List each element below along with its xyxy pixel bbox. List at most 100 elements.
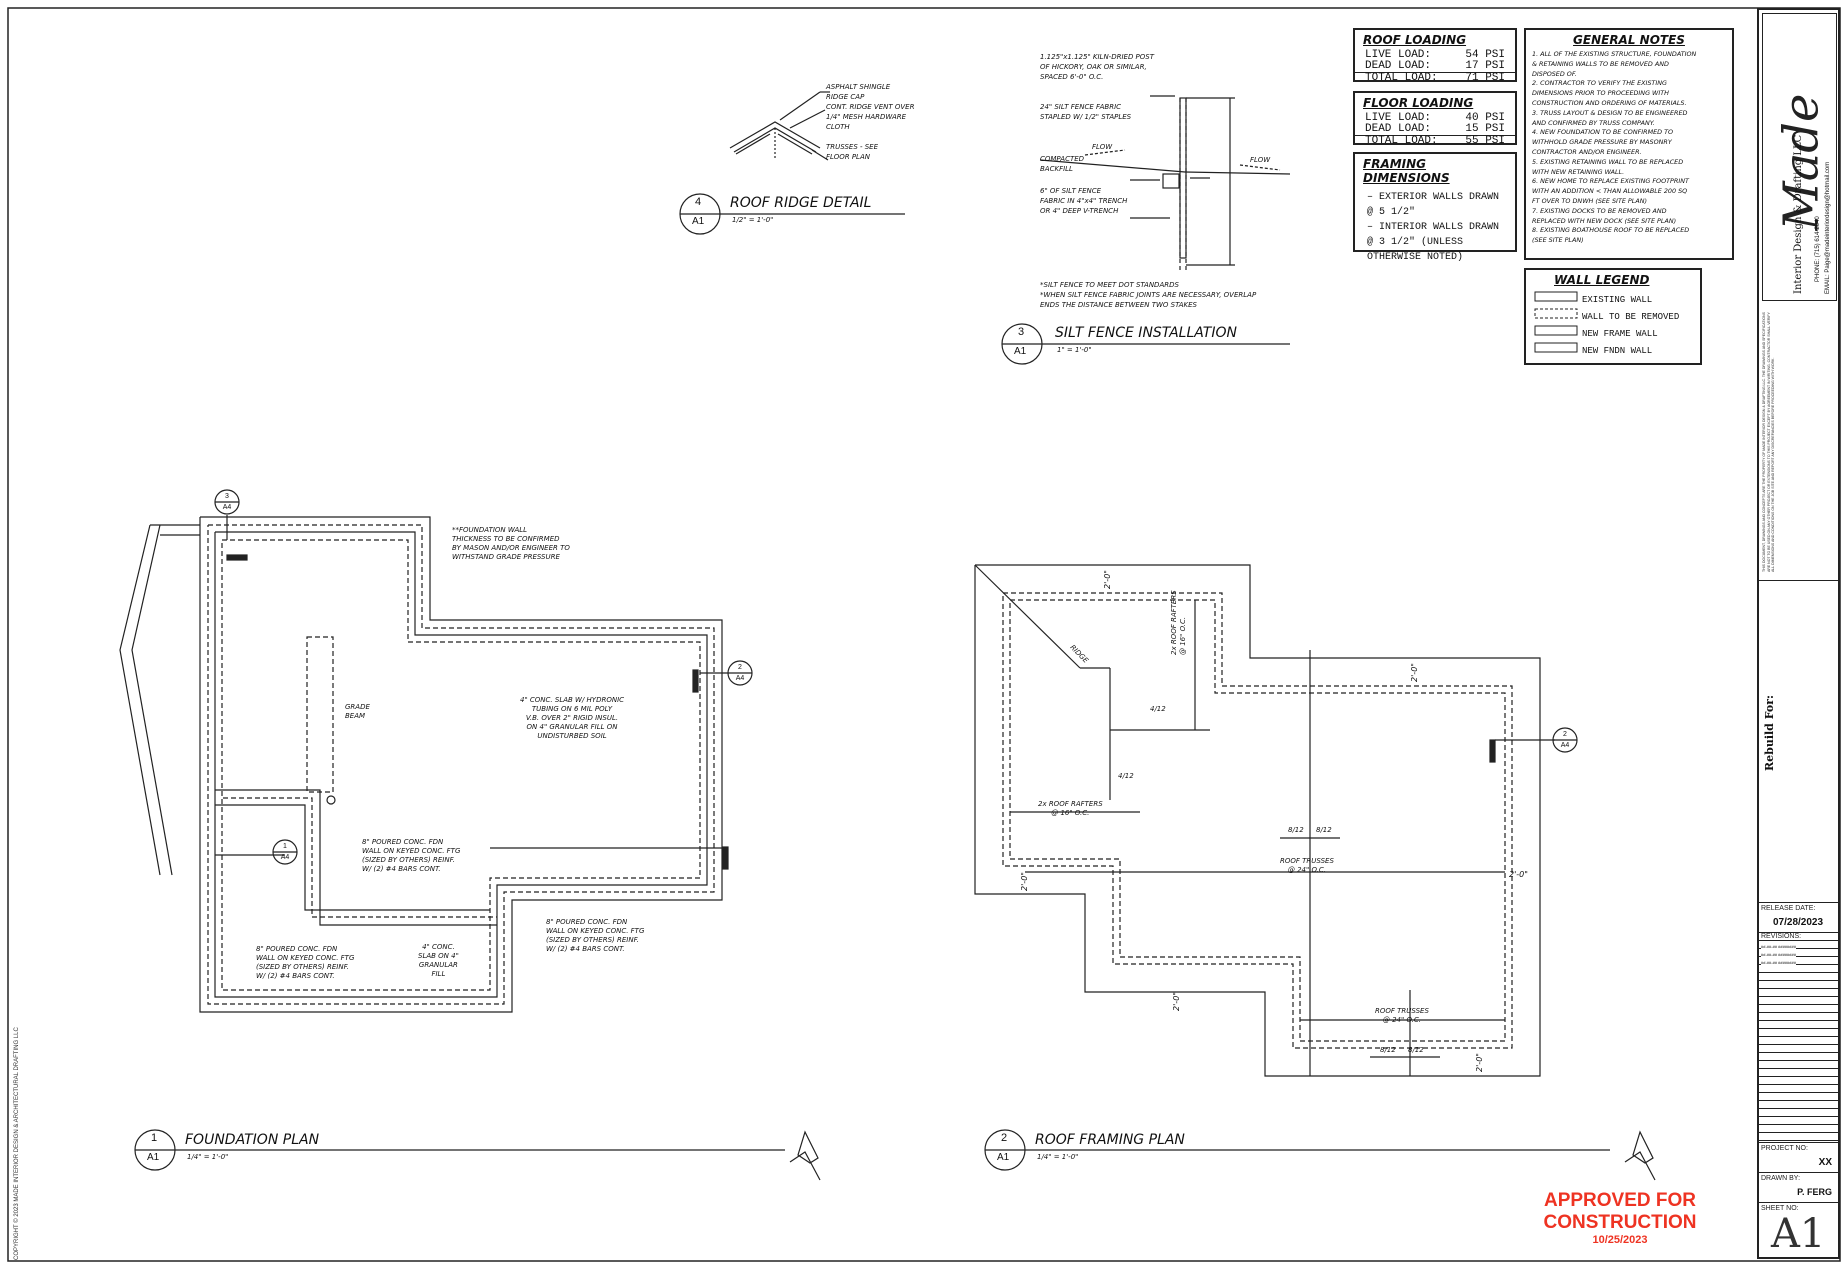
marker-num: 1 — [283, 843, 287, 850]
note-line: 24" SILT FENCE FABRIC — [1040, 103, 1122, 111]
roof-ridge-detail — [679, 91, 905, 235]
label-line: ROOF TRUSSES — [1280, 857, 1334, 865]
project-number: XX — [1818, 1157, 1832, 1168]
note-line: DIMENSIONS PRIOR TO PROCEEDING WITH — [1532, 89, 1669, 98]
note-line: GRADE — [345, 703, 370, 711]
stamp-line-2: CONSTRUCTION — [1543, 1212, 1697, 1233]
label-line: @ 16" O.C. — [1051, 809, 1090, 817]
note-line: CLOTH — [826, 123, 850, 131]
note-line: RIDGE CAP — [826, 93, 865, 101]
general-notes-box: GENERAL NOTES 1. ALL OF THE EXISTING STR… — [1524, 28, 1734, 260]
note-line: 8" POURED CONC. FDN — [546, 918, 628, 926]
footnote-line: ENDS THE DISTANCE BETWEEN TWO STAKES — [1040, 301, 1197, 309]
roof-ridge-num: 4 — [695, 196, 702, 208]
load-label: DEAD LOAD: — [1365, 60, 1432, 72]
roof-ridge-notes: ASPHALT SHINGLE RIDGE CAP CONT. RIDGE VE… — [826, 82, 914, 162]
note-line: CONSTRUCTION AND ORDERING OF MATERIALS. — [1532, 98, 1687, 107]
framing-dimensions-title: FRAMING DIMENSIONS — [1363, 157, 1450, 185]
note-line: 5. EXISTING RETAINING WALL TO BE REPLACE… — [1532, 157, 1684, 166]
section-marker[interactable]: 3 A4 — [221, 491, 233, 513]
framing-dimensions-lines: – EXTERIOR WALLS DRAWN @ 5 1/2" – INTERI… — [1355, 188, 1515, 267]
wall-legend-box: WALL LEGEND EXISTING WALL WALL TO BE REM… — [1524, 268, 1702, 365]
note-line: REPLACED WITH NEW DOCK (SEE SITE PLAN) — [1532, 216, 1677, 225]
load-value: 54 PSI — [1465, 49, 1505, 61]
footnote-line: *WHEN SILT FENCE FABRIC JOINTS ARE NECES… — [1040, 291, 1257, 299]
drawn-label: DRAWN BY: — [1761, 1175, 1801, 1182]
roof-framing-sheet: A1 — [997, 1152, 1010, 1163]
note-line: GRANULAR — [418, 961, 458, 969]
marker-sheet: A4 — [735, 675, 745, 682]
note-line: THICKNESS TO BE CONFIRMED — [452, 535, 560, 543]
note-line: (SEE SITE PLAN) — [1532, 236, 1584, 245]
note-line: UNDISTURBED SOIL — [537, 732, 607, 740]
note-line: WALL ON KEYED CONC. FTG — [546, 927, 645, 935]
note-line: OF HICKORY, OAK OR SIMILAR, — [1040, 63, 1147, 71]
drawn-by: P. FERG — [1797, 1187, 1832, 1197]
note-line: WALL ON KEYED CONC. FTG — [256, 954, 355, 962]
dim-line: @ 5 1/2" — [1367, 207, 1416, 218]
company-phone: PHONE: (715) 614-2040 — [1815, 216, 1821, 282]
legend-item: EXISTING WALL — [1582, 295, 1653, 305]
dim-line: – INTERIOR WALLS DRAWN — [1367, 222, 1500, 233]
section-marker[interactable]: 1 A4 — [279, 841, 291, 863]
dim-line: OTHERWISE NOTED) — [1367, 252, 1464, 263]
company-name: Interior Design & Drafting LLC — [1793, 134, 1804, 294]
slab-note: 4" CONC. SLAB W/ HYDRONIC TUBING ON 6 MI… — [520, 696, 624, 741]
marker-num: 3 — [225, 493, 229, 500]
disclaimer-text: THIS DOCUMENT, DRAWINGS AND CONCEPTS ARE… — [1762, 311, 1776, 572]
load-label: TOTAL LOAD: — [1365, 72, 1438, 84]
note-line: FABRIC IN 4"x4" TRENCH — [1040, 197, 1128, 205]
dim-line: @ 3 1/2" (UNLESS — [1367, 237, 1464, 248]
note-line: 1. ALL OF THE EXISTING STRUCTURE, FOUNDA… — [1532, 50, 1697, 58]
note-line: (SIZED BY OTHERS) REINF. — [546, 936, 639, 944]
floor-loading-box: FLOOR LOADING LIVE LOAD:40 PSI DEAD LOAD… — [1353, 91, 1517, 147]
note-line: (SIZED BY OTHERS) REINF. — [362, 856, 455, 864]
legend-item: WALL TO BE REMOVED — [1582, 312, 1680, 322]
note-line: WITH AN ADDITION < THAN ALLOWABLE 200 SQ — [1532, 187, 1688, 196]
note-line: V.B. OVER 2" RIGID INSUL. — [525, 714, 619, 722]
rafters-horizontal-label: 2x ROOF RAFTERS @ 16" O.C. — [1038, 800, 1103, 818]
note-line: SPACED 6'-0" O.C. — [1040, 73, 1104, 81]
note-line: W/ (2) #4 BARS CONT. — [256, 972, 335, 980]
note-line: 8" POURED CONC. FDN — [256, 945, 338, 953]
note-line: FT OVER TO DNWH (SEE SITE PLAN) — [1532, 196, 1647, 205]
label-line: @ 24" O.C. — [1287, 866, 1327, 874]
trusses-label: ROOF TRUSSES @ 24" O.C. — [1280, 857, 1334, 875]
pitch-label: 4/12 — [1150, 705, 1166, 713]
floor-loading-title: FLOOR LOADING — [1363, 96, 1474, 110]
section-marker[interactable]: 2 A4 — [1559, 729, 1571, 751]
silt-fence-footnote: *SILT FENCE TO MEET DOT STANDARDS *WHEN … — [1040, 280, 1256, 310]
load-value: 40 PSI — [1465, 112, 1505, 124]
trusses-label: ROOF TRUSSES @ 24" O.C. — [1375, 1007, 1429, 1025]
dim-label: 2'-0" — [1509, 870, 1528, 879]
sheet-border — [7, 7, 1841, 1262]
dim-label: 2'-0" — [1019, 872, 1029, 891]
note-line: BY MASON AND/OR ENGINEER TO — [452, 544, 570, 552]
company-email: EMAIL: Paige@madeinteriordesign@hotmail.… — [1825, 161, 1831, 294]
roof-framing-num: 2 — [1001, 1132, 1008, 1144]
marker-num: 2 — [1563, 731, 1567, 738]
foundation-title: FOUNDATION PLAN — [185, 1132, 320, 1148]
label-line: 2x ROOF RAFTERS — [1038, 800, 1103, 808]
legend-item: NEW FRAME WALL — [1582, 329, 1658, 339]
note-line: AND CONFIRMED BY TRUSS COMPANY. — [1532, 118, 1655, 127]
silt-fence-notes: 1.125"x1.125" KILN-DRIED POST OF HICKORY… — [1040, 52, 1154, 216]
stamp-date: 10/25/2023 — [1592, 1234, 1648, 1246]
silt-fence-sheet: A1 — [1014, 346, 1027, 357]
load-row: DEAD LOAD:15 PSI — [1355, 124, 1515, 135]
note-line: FILL — [431, 970, 446, 978]
marker-sheet: A4 — [1560, 742, 1570, 749]
foundation-scale: 1/4" = 1'-0" — [187, 1153, 229, 1161]
copyright-text: COPYRIGHT © 2023 MADE INTERIOR DESIGN & … — [14, 1027, 20, 1260]
note-line: 4" CONC. SLAB W/ HYDRONIC — [520, 696, 625, 704]
load-value: 17 PSI — [1465, 60, 1505, 72]
roof-framing-title: ROOF FRAMING PLAN — [1035, 1132, 1185, 1148]
dim-line: – EXTERIOR WALLS DRAWN — [1367, 192, 1500, 203]
section-marker[interactable]: 2 A4 — [734, 662, 746, 684]
foundation-sheet: A1 — [147, 1152, 160, 1163]
roof-loading-box: ROOF LOADING LIVE LOAD:54 PSI DEAD LOAD:… — [1353, 28, 1517, 84]
pitch-label: 8/12 — [1380, 1046, 1396, 1054]
title-block: Made Interior Design & Drafting LLC PHON… — [1757, 8, 1840, 1259]
rebuild-panel: Rebuild For: — [1759, 580, 1838, 903]
